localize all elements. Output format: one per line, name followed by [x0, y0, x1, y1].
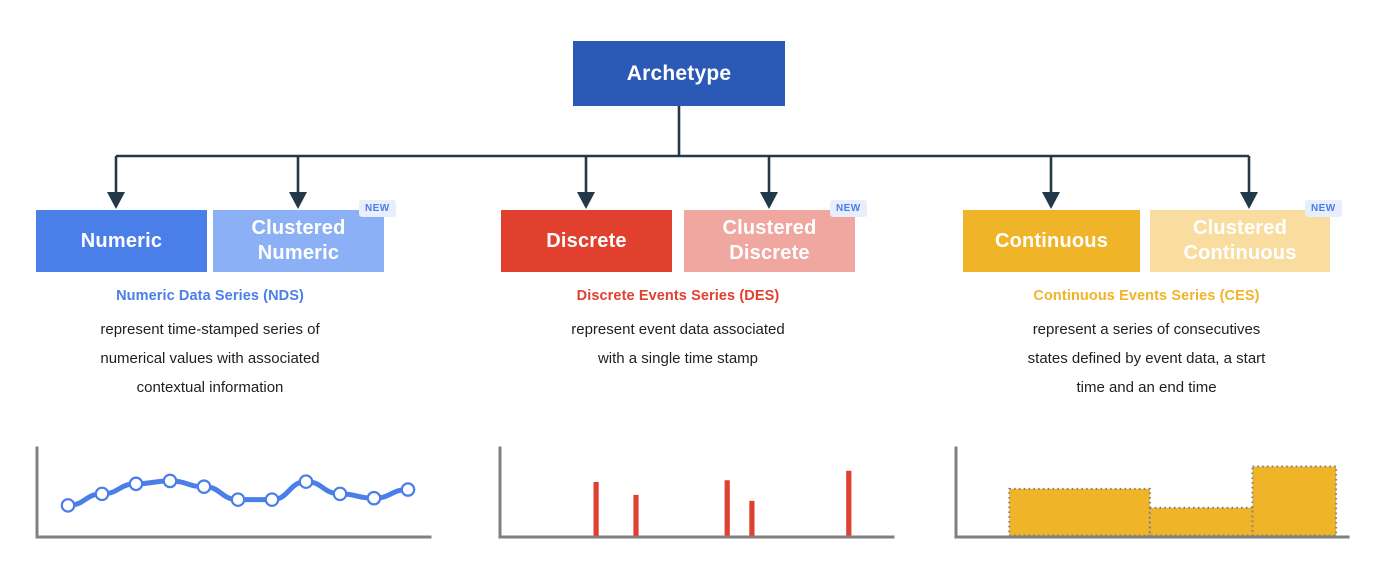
archetype-box-label: Numeric [80, 230, 163, 252]
connector-tree [107, 106, 1258, 209]
archetype-box-clustered-continuous[interactable]: Clustered Continuous [1150, 210, 1330, 272]
description-continuous: Continuous Events Series (CES) represent… [963, 288, 1330, 402]
description-title: Numeric Data Series (NDS) [116, 288, 304, 304]
new-badge: NEW [1305, 200, 1342, 217]
chart-numeric-line [30, 440, 440, 545]
chart-discrete-spikes [495, 440, 895, 545]
archetype-root-node: Archetype [573, 41, 785, 106]
archetype-box-clustered-numeric[interactable]: Clustered Numeric [213, 210, 384, 272]
archetype-box-numeric[interactable]: Numeric [36, 210, 207, 272]
archetype-root-label: Archetype [626, 61, 732, 85]
description-title: Discrete Events Series (DES) [576, 288, 780, 304]
archetype-box-clustered-discrete[interactable]: Clustered Discrete [684, 210, 855, 272]
archetype-box-label: Clustered Numeric [251, 217, 346, 264]
description-line: represent event data associated [571, 321, 785, 338]
description-numeric: Numeric Data Series (NDS) represent time… [36, 288, 384, 402]
description-line: numerical values with associated [100, 350, 320, 367]
chart-continuous-steps [950, 440, 1350, 545]
description-line: time and an end time [1076, 379, 1217, 396]
archetype-box-continuous[interactable]: Continuous [963, 210, 1140, 272]
new-badge: NEW [830, 200, 867, 217]
description-line: with a single time stamp [597, 350, 759, 367]
description-title: Continuous Events Series (CES) [1033, 288, 1260, 304]
archetype-box-label: Continuous [994, 230, 1109, 252]
new-badge: NEW [359, 200, 396, 217]
archetype-box-label: Discrete [546, 230, 627, 252]
description-discrete: Discrete Events Series (DES) represent e… [501, 288, 855, 373]
archetype-box-label: Clustered Discrete [722, 217, 817, 264]
description-line: contextual information [136, 379, 284, 396]
description-line: represent time-stamped series of [100, 321, 320, 338]
description-line: states defined by event data, a start [1027, 350, 1266, 367]
archetype-box-label: Clustered Continuous [1183, 217, 1297, 264]
archetype-box-discrete[interactable]: Discrete [501, 210, 672, 272]
description-line: represent a series of consecutives [1032, 321, 1261, 338]
